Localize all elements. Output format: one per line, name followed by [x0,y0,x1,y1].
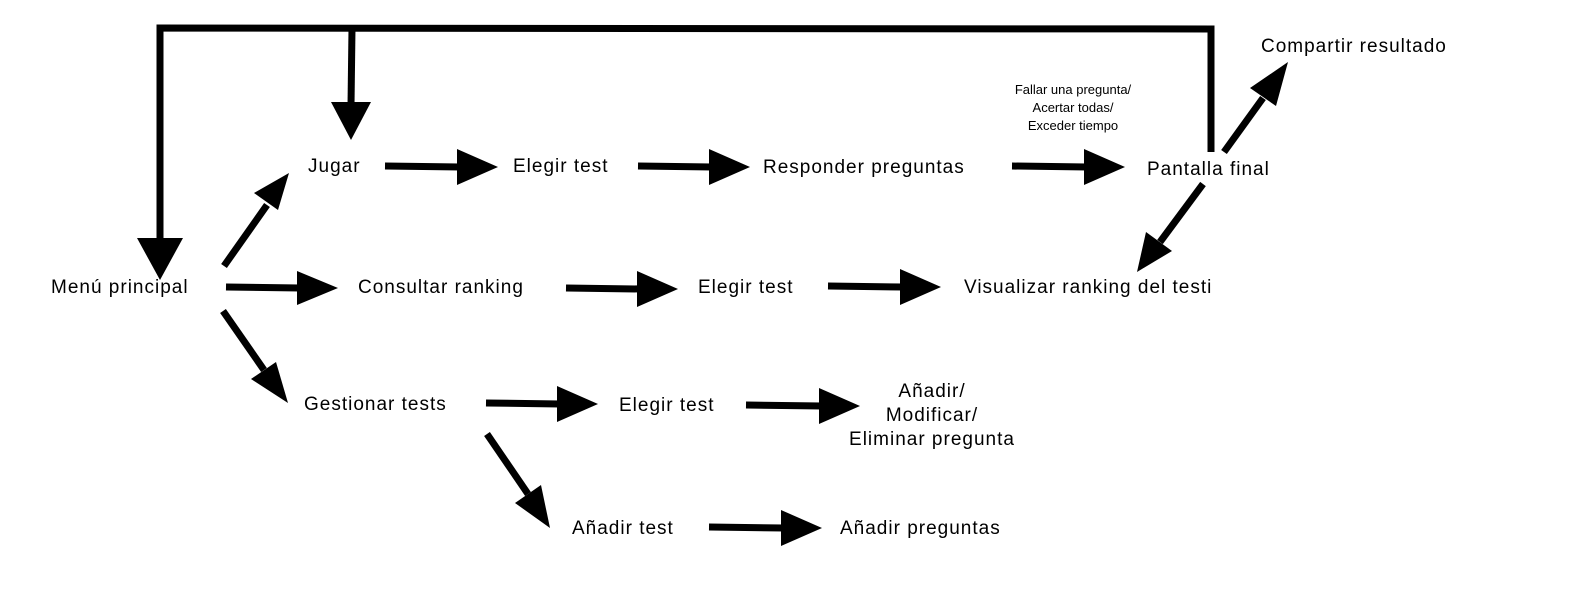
arrowhead-consultar [297,271,338,305]
end-condition-line3: Exceder tiempo [1028,118,1118,133]
node-jugar: Jugar [308,156,361,177]
arrowhead-responder [709,149,750,185]
arrowhead-menu-principal [137,238,183,280]
arrowhead-elegir-test-jugar [457,149,498,185]
end-condition-line1: Fallar una pregunta/ [1015,82,1132,97]
edge-responder-to-final [1011,162,1088,171]
edge-anadir-test-to-preguntas [708,523,785,532]
node-responder-preguntas: Responder preguntas [763,157,965,178]
arrowhead-elegir-test-ranking [637,271,678,307]
edge-elegir-to-modificar [745,401,823,410]
edge-jugar-to-elegir [384,162,461,171]
arrowhead-visualizar-from-final [1137,232,1172,272]
node-elegir-test-ranking: Elegir test [698,277,793,298]
node-modificar-line3: Eliminar pregunta [849,429,1015,450]
node-elegir-test-jugar: Elegir test [513,156,608,177]
edge-menu-to-jugar [221,202,270,269]
edge-pantalla-final-to-jugar [347,27,356,107]
arrowhead-visualizar-ranking [900,269,941,305]
node-anadir-test: Añadir test [572,518,674,539]
edge-menu-to-gestionar [220,309,267,372]
node-consultar-ranking: Consultar ranking [358,277,524,298]
node-compartir-resultado: Compartir resultado [1261,36,1447,57]
node-elegir-test-gestion: Elegir test [619,395,714,416]
arrowhead-pantalla-final [1084,149,1125,185]
arrowhead-modificar [819,388,860,424]
edge-gestionar-to-elegir [485,399,561,408]
end-condition-line2: Acertar todas/ [1033,100,1114,115]
node-pantalla-final: Pantalla final [1147,159,1270,180]
arrowhead-anadir-preguntas [781,510,822,546]
arrowhead-gestionar [251,362,288,403]
arrowhead-jugar [331,102,371,140]
node-modificar-line2: Modificar/ [886,405,978,426]
arrowhead-elegir-test-gestion [557,386,598,422]
node-visualizar-ranking: Visualizar ranking del testi [964,277,1212,298]
node-gestionar-tests: Gestionar tests [304,394,447,415]
node-modificar-line1: Añadir/ [898,381,965,402]
edge-consultar-to-elegir [565,284,641,293]
node-anadir-preguntas: Añadir preguntas [840,518,1001,539]
edge-final-to-visualizar [1157,181,1206,245]
arrowhead-anadir-test [515,485,550,528]
arrowhead-jugar-from-menu [254,173,289,210]
edge-elegir-to-visualizar [827,282,904,291]
node-menu-principal: Menú principal [51,277,189,298]
arrowhead-compartir [1250,62,1288,106]
edge-elegir-to-responder [637,162,713,171]
edge-gestionar-to-anadir-test [484,432,531,496]
edge-final-to-compartir [1221,95,1266,155]
edge-menu-to-consultar [225,283,301,292]
edge-pantalla-final-to-menu-principal [156,24,1215,242]
